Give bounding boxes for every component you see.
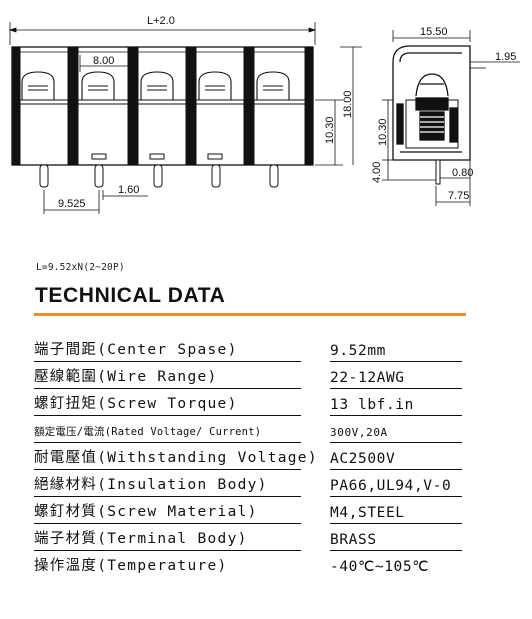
side-top-label: 1.95: [495, 51, 516, 63]
pin-width-label: 1.60: [118, 184, 139, 196]
spec-value: 9.52mm: [330, 343, 386, 359]
spec-label: 螺釘扭矩(Screw Torque): [34, 396, 238, 412]
length-formula: L=9.52xN(2~20P): [36, 262, 125, 273]
label-underline: [34, 442, 301, 443]
value-underline: [330, 550, 462, 551]
title-underline: [34, 313, 466, 316]
spec-row: 端子材質(Terminal Body) BRASS: [34, 525, 474, 552]
side-pin-thick-label: 0.80: [452, 167, 473, 179]
spec-label: 壓線範圍(Wire Range): [34, 369, 218, 385]
total-height-label: 18.00: [342, 90, 354, 118]
side-body: [392, 45, 471, 161]
pitch-label: 8.00: [93, 55, 114, 67]
side-height-dimension: [382, 99, 438, 181]
technical-data-title: TECHNICAL DATA: [35, 284, 226, 307]
label-underline: [34, 361, 301, 362]
terminal-cells: [11, 46, 314, 166]
label-underline: [34, 469, 301, 470]
spec-row: 額定電压/電流(Rated Voltage/ Current) 300V,20A: [34, 417, 474, 444]
value-underline: [330, 523, 462, 524]
side-width-label: 15.50: [420, 26, 448, 38]
label-underline: [34, 415, 301, 416]
spec-value: 13 lbf.in: [330, 397, 414, 413]
side-pin-length-label: 4.00: [371, 162, 383, 183]
label-underline: [34, 523, 301, 524]
overall-length-label: L+2.0: [147, 15, 175, 27]
spec-value: M4,STEEL: [330, 505, 405, 521]
spec-value: -40℃~105℃: [330, 559, 430, 575]
spec-label: 端子材質(Terminal Body): [34, 531, 248, 547]
value-underline: [330, 361, 462, 362]
spec-row: 操作溫度(Temperature) -40℃~105℃: [34, 552, 474, 579]
spec-row: 絕緣材料(Insulation Body) PA66,UL94,V-0: [34, 471, 474, 498]
value-underline: [330, 469, 462, 470]
label-underline: [34, 388, 301, 389]
spec-value: 300V,20A: [330, 426, 388, 439]
height-dimension: [315, 46, 362, 166]
label-underline: [34, 496, 301, 497]
spec-label: 操作溫度(Temperature): [34, 558, 228, 574]
overall-length-dimension: [8, 22, 317, 45]
value-underline: [330, 442, 462, 443]
spec-row: 壓線範圍(Wire Range) 22-12AWG: [34, 363, 474, 390]
value-underline: [330, 415, 462, 416]
spec-label: 螺釘材質(Screw Material): [34, 504, 258, 520]
spec-label: 耐電壓值(Withstanding Voltage): [34, 450, 318, 466]
spec-value: AC2500V: [330, 451, 396, 467]
body-height-label: 10.30: [324, 116, 336, 144]
spec-label: 端子間距(Center Spase): [34, 342, 238, 358]
pins: [39, 164, 279, 188]
spec-table: 端子間距(Center Spase) 9.52mm 壓線範圍(Wire Rang…: [34, 336, 474, 579]
side-pin: [435, 159, 441, 185]
pin-spacing-label: 9.525: [58, 198, 86, 210]
technical-drawing: L+2.0 8.00: [8, 15, 520, 214]
spec-value: PA66,UL94,V-0: [330, 478, 452, 494]
front-body: [11, 46, 314, 166]
pin-spacing-dimension: [43, 190, 148, 214]
side-top-dimension: [470, 61, 520, 69]
spec-label: 絕緣材料(Insulation Body): [34, 477, 268, 493]
spec-row: 螺釘扭矩(Screw Torque) 13 lbf.in: [34, 390, 474, 417]
spec-value: BRASS: [330, 532, 377, 548]
spec-label: 額定電压/電流(Rated Voltage/ Current): [34, 426, 262, 438]
side-pin-offset-label: 7.75: [448, 190, 469, 202]
spec-row: 耐電壓值(Withstanding Voltage) AC2500V: [34, 444, 474, 471]
side-width-dimension: [392, 30, 471, 42]
value-underline: [330, 496, 462, 497]
spec-row: 端子間距(Center Spase) 9.52mm: [34, 336, 474, 363]
spec-row: 螺釘材質(Screw Material) M4,STEEL: [34, 498, 474, 525]
value-underline: [330, 388, 462, 389]
spec-value: 22-12AWG: [330, 370, 405, 386]
label-underline: [34, 550, 301, 551]
side-height-label: 10.30: [377, 118, 389, 146]
side-pin-dimensions: [435, 160, 471, 206]
